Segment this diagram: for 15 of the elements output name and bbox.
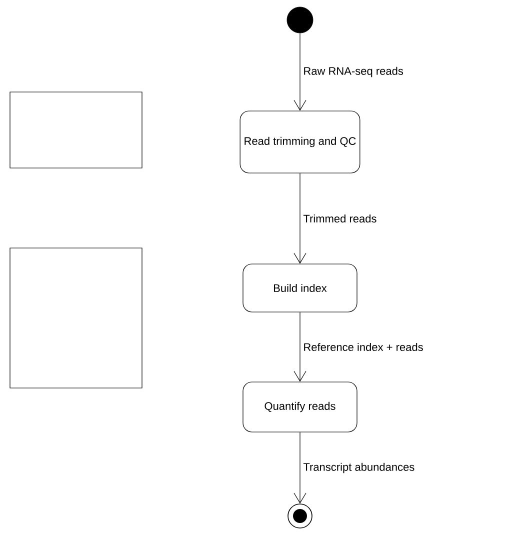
arrow bbox=[294, 312, 306, 382]
note-box bbox=[10, 92, 142, 168]
end-node bbox=[288, 504, 312, 528]
note-box bbox=[10, 248, 142, 388]
edge-label: Trimmed reads bbox=[303, 214, 376, 223]
activity-box: Read trimming and QC bbox=[240, 110, 360, 174]
edge-label: Raw RNA-seq reads bbox=[304, 66, 404, 78]
activity-box: Quantify reads bbox=[242, 382, 358, 432]
edge-label: Reference index + reads bbox=[304, 342, 423, 352]
edge-label: Transcript abundances bbox=[303, 462, 414, 474]
arrow bbox=[294, 173, 306, 264]
start-node bbox=[286, 6, 314, 34]
activity-box: Build index bbox=[242, 264, 358, 312]
arrow bbox=[294, 32, 306, 111]
arrow bbox=[294, 432, 306, 504]
